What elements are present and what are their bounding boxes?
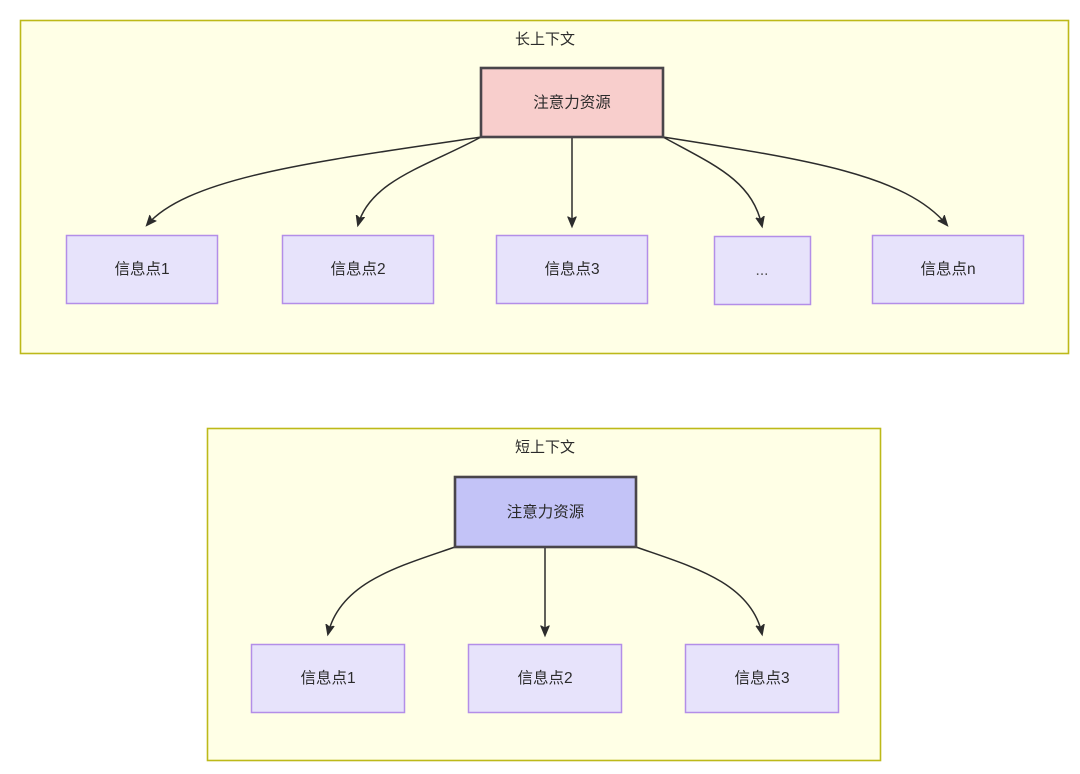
edge-to-info-point-2 (358, 136, 482, 225)
attention-short-box[interactable] (453, 475, 638, 549)
info-point-ellipsis-box[interactable] (713, 235, 812, 306)
node-info-point-3[interactable]: 信息点3 (495, 234, 649, 305)
node-attention-long[interactable]: 注意力资源 (479, 66, 665, 139)
short-context-edges (328, 546, 762, 635)
info-point-3-label: 信息点3 (544, 260, 599, 278)
info-point-2-box[interactable] (281, 234, 435, 305)
attention-short-label: 注意力资源 (507, 502, 585, 521)
edge-to-info-point-s3 (635, 546, 762, 634)
short-context-title: 短上下文 (515, 439, 575, 456)
group-short-context: 短上下文 注意力资源 信息点1 信息点2 信息点3 (206, 427, 882, 762)
node-info-point-s3[interactable]: 信息点3 (684, 643, 840, 714)
info-point-1-label: 信息点1 (114, 260, 169, 278)
info-point-s1-label: 信息点1 (300, 669, 355, 687)
node-info-point-n[interactable]: 信息点n (871, 234, 1025, 305)
node-info-point-2[interactable]: 信息点2 (281, 234, 435, 305)
info-point-3-box[interactable] (495, 234, 649, 305)
node-attention-short[interactable]: 注意力资源 (453, 475, 638, 549)
edge-to-info-point-1 (147, 136, 482, 225)
info-point-1-box[interactable] (65, 234, 219, 305)
info-point-n-label: 信息点n (920, 260, 975, 278)
attention-long-box[interactable] (479, 66, 665, 139)
info-point-s2-box[interactable] (467, 643, 623, 714)
node-info-point-ellipsis[interactable]: ... (713, 235, 812, 306)
info-point-2-label: 信息点2 (330, 260, 385, 278)
info-point-s3-box[interactable] (684, 643, 840, 714)
node-info-point-s2[interactable]: 信息点2 (467, 643, 623, 714)
info-point-ellipsis-label: ... (756, 262, 769, 279)
node-info-point-1[interactable]: 信息点1 (65, 234, 219, 305)
edge-to-info-point-s1 (328, 546, 456, 634)
edge-to-info-point-n (662, 136, 947, 225)
group-long-context: 长上下文 注意力资源 信息点1 信息点2 (19, 19, 1070, 355)
long-context-edges (147, 136, 947, 226)
info-point-s2-label: 信息点2 (517, 669, 572, 687)
info-point-s3-label: 信息点3 (734, 669, 789, 687)
info-point-n-box[interactable] (871, 234, 1025, 305)
node-info-point-s1[interactable]: 信息点1 (250, 643, 406, 714)
info-point-s1-box[interactable] (250, 643, 406, 714)
attention-long-label: 注意力资源 (533, 93, 611, 112)
edge-to-info-point-ellipsis (662, 136, 762, 226)
long-context-title: 长上下文 (515, 31, 575, 48)
